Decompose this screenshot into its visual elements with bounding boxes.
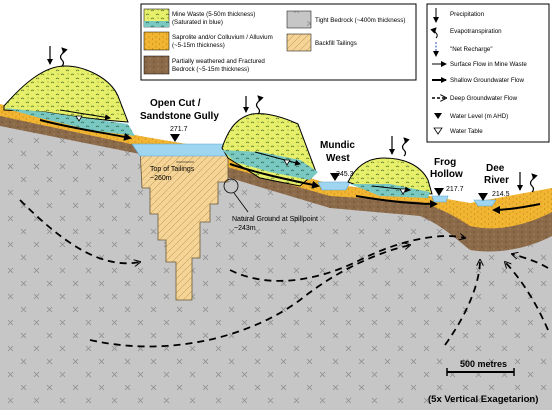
water-table-icon — [75, 115, 83, 122]
legend-evap-icon — [430, 27, 438, 39]
legend-water-level: Water Level (m AHD) — [450, 113, 508, 120]
site-labels: Open Cut / Sandstone Gully Mundic West F… — [140, 98, 510, 232]
vertical-exaggeration: (5x Vertical Exagetarion) — [428, 394, 538, 405]
legend-mine-waste: Mine Waste (5-50m thickness) — [172, 11, 255, 18]
legend-deep-gw: Deep Groundwater Flow — [450, 95, 518, 102]
wl-open-cut: 271.7 — [170, 126, 188, 133]
precip-evap-1 — [47, 46, 68, 67]
wl-mundic: 245.3 — [336, 171, 354, 178]
pit-water — [131, 143, 231, 157]
shallow-flow-arrow — [492, 203, 541, 214]
deep-flow-arrow — [444, 260, 480, 346]
label-natural-ground-elev: ~243m — [234, 225, 256, 232]
legend-precipitation: Precipitation — [450, 11, 485, 18]
label-hollow: Hollow — [430, 169, 463, 180]
geology-layers — [0, 65, 552, 410]
legend-swatch-backfill — [286, 33, 312, 52]
legend-processes: Precipitation Evapotranspiration "Net Re… — [426, 3, 550, 143]
water-table-markers — [75, 115, 407, 195]
flow-arrows — [19, 109, 549, 348]
climate-symbols — [47, 46, 538, 193]
waste-dump-3-saturated — [350, 184, 430, 198]
evapotranspiration-icon — [529, 173, 538, 193]
spillpoint-circle — [223, 178, 239, 194]
backfill-tailings — [139, 147, 229, 301]
waste-dump-2-saturated — [222, 150, 318, 180]
legend-surface-flow: Surface Flow in Mine Waste — [450, 61, 527, 68]
label-mundic: Mundic — [320, 140, 355, 151]
water-table-icon — [399, 188, 407, 195]
water-level-icon — [434, 188, 444, 196]
legend-shallow-gw: Shallow Groundwater Flow — [450, 77, 524, 84]
evapotranspiration-icon — [255, 95, 264, 115]
shallow-flow-arrow — [355, 195, 438, 208]
legend-saprolite-thk: (~5-15m thickness) — [172, 42, 225, 49]
deep-flow-arrow — [512, 254, 549, 269]
legend-backfill: Backfill Tailings — [315, 40, 357, 47]
legend-swatch-weathered — [143, 55, 170, 75]
water-level-icon — [170, 134, 180, 142]
label-sandstone-gully: Sandstone Gully — [140, 111, 219, 122]
shallow-flow-arrow — [39, 119, 132, 141]
dee-water — [473, 199, 497, 207]
precip-evap-4 — [517, 172, 538, 193]
legend-water-table-icon — [433, 127, 443, 135]
deep-flow-arrow — [229, 236, 465, 282]
legend-water-table: Water Table — [450, 128, 483, 135]
surface-flow-arrow — [59, 109, 111, 121]
legend-swatch-saturated — [144, 21, 169, 27]
spillpoint-pointer — [233, 192, 249, 213]
scale-bar: 500 metres — [446, 359, 515, 376]
legend-swatch-saprolite — [143, 31, 170, 51]
label-river: River — [484, 175, 509, 186]
label-top-tailings-elev: ~260m — [150, 175, 172, 182]
frog-water — [431, 195, 449, 203]
mundic-water — [317, 181, 351, 191]
label-dee: Dee — [486, 163, 505, 174]
evapotranspiration-icon — [401, 137, 410, 157]
legend-bedrock: Tight Bedrock (~400m thickness) — [315, 17, 405, 24]
deep-flow-arrow — [89, 245, 410, 348]
waste-dump-1-saturated — [4, 108, 135, 136]
water-level-icon — [478, 193, 488, 201]
scale-label: 500 metres — [460, 359, 507, 369]
legend-evapotranspiration: Evapotranspiration — [450, 28, 502, 35]
deep-flow-arrow — [505, 262, 549, 331]
label-west: West — [326, 153, 350, 164]
deep-flow-arrow — [19, 199, 140, 263]
legend-swatch-bedrock — [286, 10, 312, 29]
shallow-flow-arrow — [229, 163, 320, 189]
evapotranspiration-icon — [59, 47, 68, 67]
legend-net-recharge: "Net Recharge" — [450, 46, 493, 53]
wl-frog: 217.7 — [446, 186, 464, 193]
legend-mine-waste-sat: (Saturated in blue) — [172, 19, 223, 26]
legend-materials: Mine Waste (5-50m thickness) (Saturated … — [140, 3, 417, 81]
tight-bedrock — [0, 110, 552, 410]
label-top-tailings: Top of Tailings — [150, 166, 195, 173]
precip-evap-3 — [389, 136, 410, 157]
label-open-cut: Open Cut / — [150, 98, 201, 109]
label-frog: Frog — [434, 157, 456, 168]
legend-saprolite: Saprolite and/or Colluvium / Alluvium — [172, 34, 273, 41]
waste-dump-1 — [3, 65, 129, 123]
legend-water-level-icon — [434, 113, 442, 119]
precip-evap-2 — [243, 95, 264, 115]
legend-weathered: Partially weathered and Fractured — [172, 58, 265, 65]
label-natural-ground: Natural Ground at Spillpoint — [232, 216, 318, 223]
water-level-markers — [170, 134, 488, 201]
wl-dee: 214.5 — [492, 191, 510, 198]
water-table-icon — [283, 159, 291, 166]
surface-flow-arrow — [254, 151, 301, 166]
legend-weathered-thk: Bedrock (~5-15m thickness) — [172, 66, 249, 73]
water-level-icon — [330, 173, 340, 181]
